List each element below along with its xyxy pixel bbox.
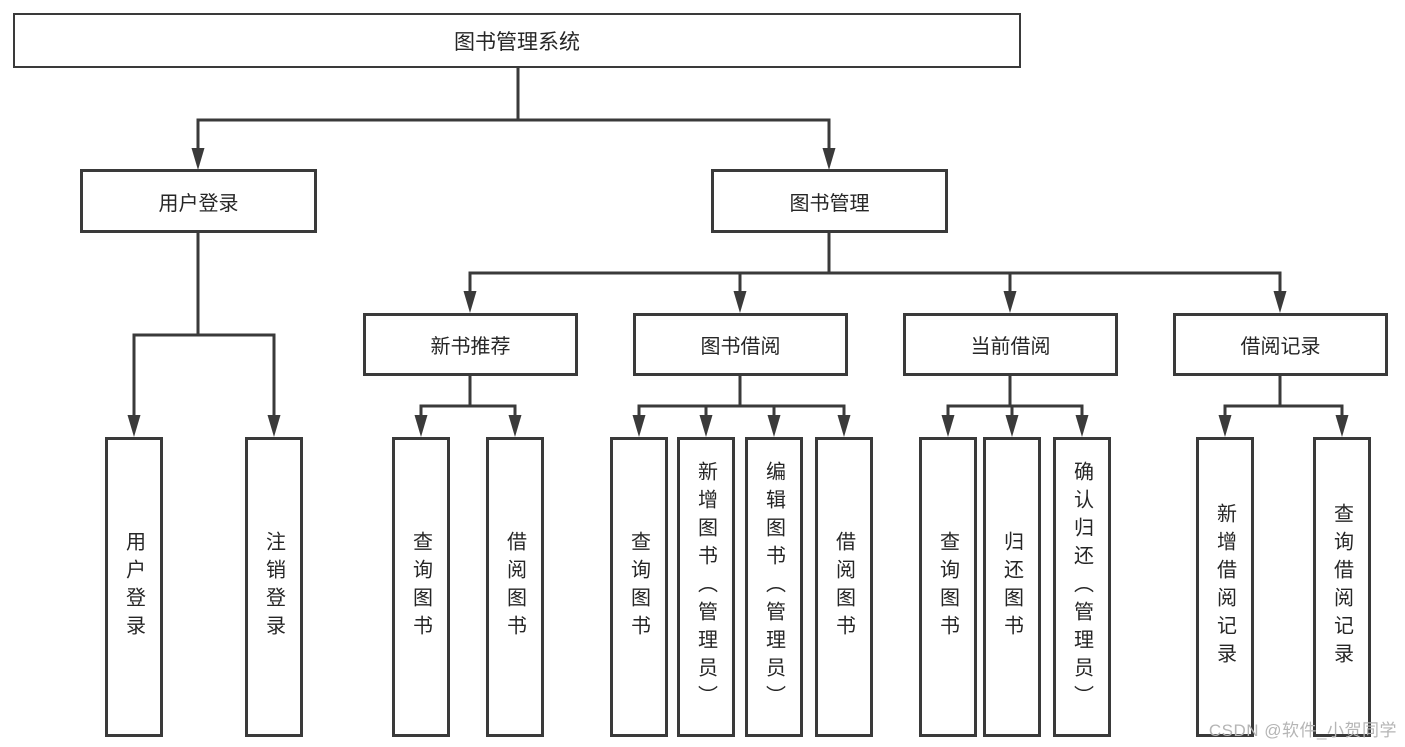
leaf-add-borrow-record: 新增借阅记录 xyxy=(1196,437,1254,737)
leaf-user-login: 用户登录 xyxy=(105,437,163,737)
leaf-query-books-recommend-label: 查询图书 xyxy=(409,531,432,643)
leaf-query-books-borrowing-label: 查询图书 xyxy=(627,531,650,643)
leaf-logout-label: 注销登录 xyxy=(262,531,285,643)
leaf-query-books-borrowing: 查询图书 xyxy=(610,437,668,737)
leaf-query-books-recommend: 查询图书 xyxy=(392,437,450,737)
node-book-borrowing: 图书借阅 xyxy=(633,313,848,376)
leaf-query-books-current: 查询图书 xyxy=(919,437,977,737)
leaf-borrow-books-recommend-label: 借阅图书 xyxy=(503,531,526,643)
leaf-add-borrow-record-label: 新增借阅记录 xyxy=(1213,503,1236,671)
leaf-query-books-current-label: 查询图书 xyxy=(936,531,959,643)
node-book-management: 图书管理 xyxy=(711,169,948,233)
leaf-borrow-books-label: 借阅图书 xyxy=(832,531,855,643)
node-new-book-recommendation: 新书推荐 xyxy=(363,313,578,376)
leaf-borrow-books: 借阅图书 xyxy=(815,437,873,737)
node-user-login: 用户登录 xyxy=(80,169,317,233)
leaf-edit-book-admin-label: 编辑图书（管理员） xyxy=(762,461,785,713)
leaf-logout: 注销登录 xyxy=(245,437,303,737)
leaf-return-book: 归还图书 xyxy=(983,437,1041,737)
node-current-borrowing: 当前借阅 xyxy=(903,313,1118,376)
leaf-user-login-label: 用户登录 xyxy=(122,531,145,643)
csdn-watermark: CSDN @软件_小贺同学 xyxy=(1208,721,1397,740)
leaf-return-book-label: 归还图书 xyxy=(1000,531,1023,643)
leaf-add-book-admin: 新增图书（管理员） xyxy=(677,437,735,737)
leaf-query-borrow-record-label: 查询借阅记录 xyxy=(1330,503,1353,671)
node-library-management-system: 图书管理系统 xyxy=(13,13,1021,68)
leaf-edit-book-admin: 编辑图书（管理员） xyxy=(745,437,803,737)
leaf-confirm-return-admin-label: 确认归还（管理员） xyxy=(1070,461,1093,713)
leaf-confirm-return-admin: 确认归还（管理员） xyxy=(1053,437,1111,737)
node-borrowing-records: 借阅记录 xyxy=(1173,313,1388,376)
leaf-query-borrow-record: 查询借阅记录 xyxy=(1313,437,1371,737)
leaf-borrow-books-recommend: 借阅图书 xyxy=(486,437,544,737)
leaf-add-book-admin-label: 新增图书（管理员） xyxy=(694,461,717,713)
